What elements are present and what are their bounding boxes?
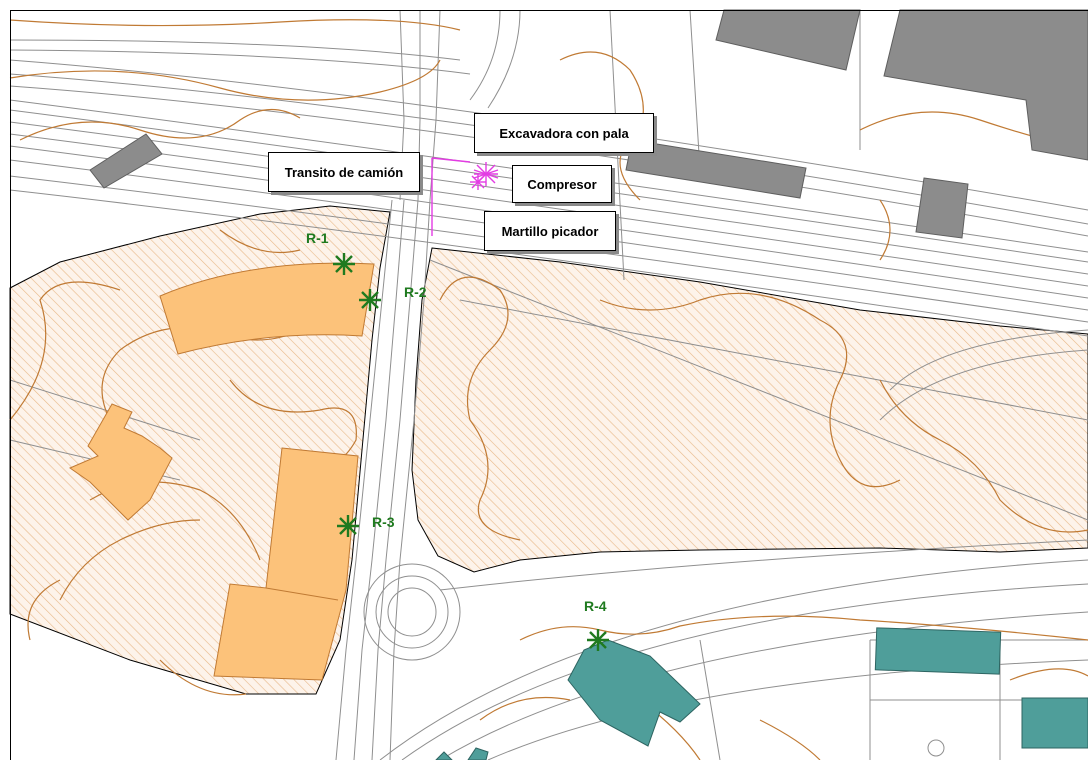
tower-building-south [213,447,359,681]
residential-buildings [68,262,375,681]
grey-building-square [915,177,969,239]
callout-martillo: Martillo picador [484,211,616,251]
receptor-label-r3: R-3 [372,514,395,530]
teal-building-south-edge [467,747,489,760]
grey-buildings [89,9,1088,239]
rail-corridor [9,39,1088,337]
grey-building-north-1 [715,9,861,71]
excavator-source-icon [470,174,486,190]
grey-building-rail-long [625,139,807,199]
teal-building-far-east [1021,697,1088,749]
hatched-zone-east [411,247,1088,573]
receptor-label-r2: R-2 [404,284,427,300]
callout-compresor: Compresor [512,165,612,203]
receptor-r3-icon [337,515,359,537]
receptor-markers [333,253,609,651]
teal-building-r4 [567,639,701,747]
receptor-r1-icon [333,253,355,275]
receptor-r4-icon [587,629,609,651]
contour-lines [9,19,1088,760]
teal-building-east [874,627,1002,675]
receptor-label-r1: R-1 [306,230,329,246]
callout-excavadora: Excavadora con pala [474,113,654,153]
grey-building-north-2 [883,9,1088,161]
receptor-label-r4: R-4 [584,598,607,614]
h-shaped-building [68,403,173,521]
small-circle-marker [927,739,945,757]
grey-building-west [89,133,163,189]
noise-sources [431,157,499,236]
callout-transito: Transito de camión [268,152,420,192]
teal-buildings [435,627,1088,760]
receptor-r2-icon [359,289,381,311]
road-network [9,9,1088,760]
roundabout [363,563,461,661]
